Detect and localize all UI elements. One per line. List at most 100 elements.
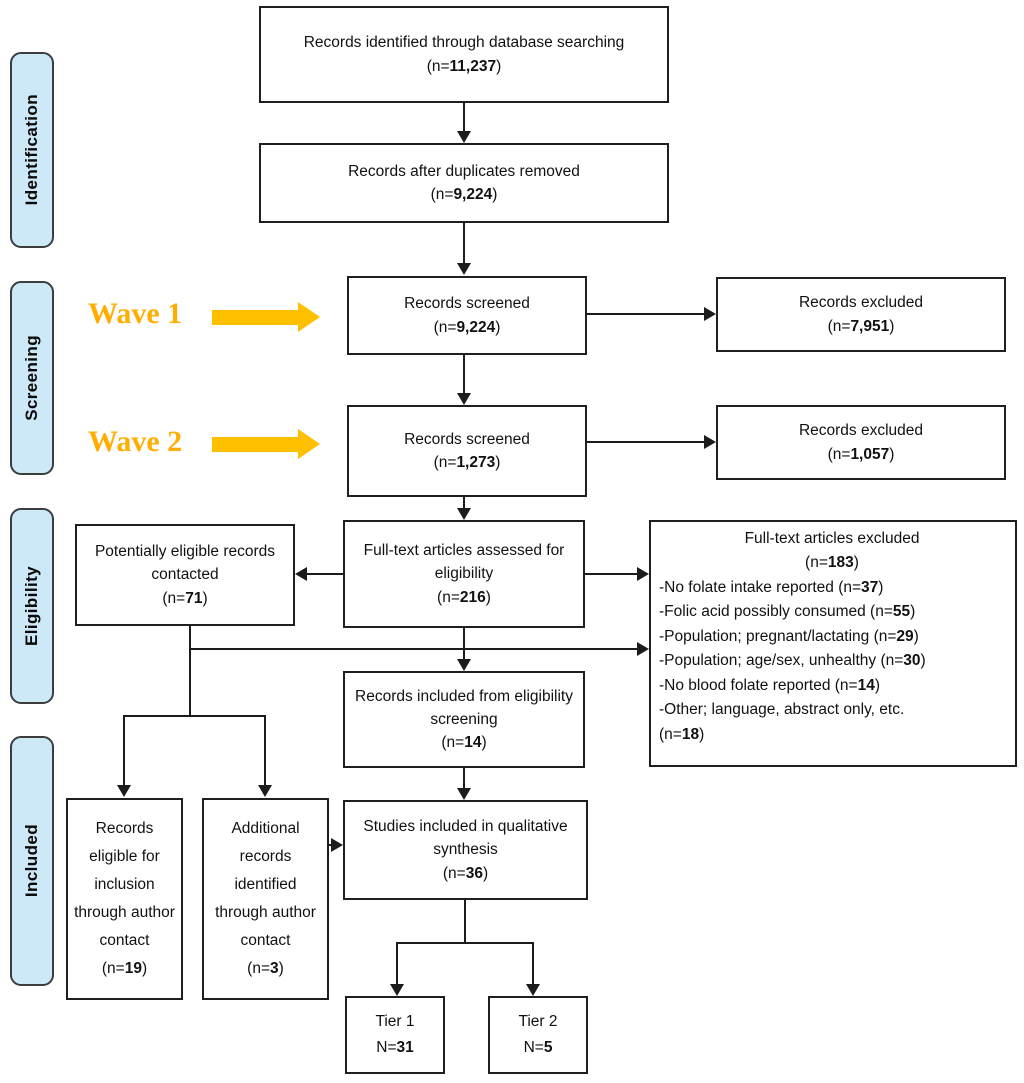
connector-line [463,355,465,393]
box-count: (n=19) [102,955,147,983]
arrowhead-right-icon [331,838,343,852]
stage-label-screening: Screening [10,281,54,475]
count-value: 19 [124,959,142,977]
connector-line [463,768,465,788]
box-label: Records eligible for inclusion through a… [74,820,175,949]
box-records-identified: Records identified through database sear… [259,6,669,103]
box-label: Records screened [404,430,530,448]
count-value: 36 [465,864,483,882]
wave1-arrow-icon [212,302,320,332]
arrowhead-right-icon [637,642,649,656]
count-prefix: N= [523,1039,544,1056]
box-duplicates-removed: Records after duplicates removed (n=9,22… [259,143,669,223]
connector-line [463,497,465,508]
connector-line [189,648,637,650]
box-count: (n=3) [247,955,284,983]
box-label: Records excluded [798,422,924,440]
count-suffix: ) [495,318,501,336]
connector-line [264,715,266,785]
box-tier2: Tier 2 N=5 [488,996,588,1074]
count-value: 14 [464,734,482,752]
connector-line [532,942,534,984]
box-label: Tier 2 [518,1013,558,1031]
count-value: 9,224 [453,186,493,203]
connector-line [307,573,343,575]
box-records-screened-wave2: Records screened (n=1,273) [347,405,587,497]
box-author-eligible: Records eligible for inclusion through a… [66,798,183,1000]
reason-suffix: ) [913,627,919,645]
box-label: Additional records identified through au… [215,820,316,949]
reason-count: 14 [857,676,875,694]
count-suffix: ) [496,57,502,75]
arrow-head [298,429,320,459]
reason-suffix: ) [910,603,916,621]
box-count: (n=7,951) [828,315,895,338]
connector-line [463,628,465,659]
wave2-arrow-icon [212,429,320,459]
count-value: 7,951 [850,317,890,335]
count-value: 216 [459,588,486,606]
box-label: Potentially eligible records contacted [94,543,276,584]
connector-line [396,942,534,944]
box-count: (n=11,237) [427,55,502,78]
arrowhead-down-icon [457,788,471,800]
count-prefix: (n= [430,186,454,203]
count-prefix: (n= [101,959,125,977]
box-count: (n=36) [443,862,488,885]
box-label: Records excluded [798,294,924,312]
count-value: 31 [396,1039,414,1056]
count-prefix: (n= [433,454,457,471]
count-suffix: ) [495,454,501,471]
count-suffix: ) [481,734,487,752]
arrowhead-right-icon [704,307,716,321]
box-count: (n=1,057) [828,443,895,466]
arrowhead-down-icon [526,984,540,996]
arrowhead-down-icon [457,393,471,405]
box-studies-included: Studies included in qualitative synthesi… [343,800,588,900]
count-prefix: (n= [827,445,851,463]
arrowhead-down-icon [457,508,471,520]
count-suffix: ) [889,445,895,463]
reason-text: -No folate intake reported (n= [659,578,862,596]
count-suffix: ) [485,588,491,606]
connector-line [189,626,191,717]
box-fulltext-assessed: Full-text articles assessed for eligibil… [343,520,585,628]
count-suffix: ) [278,959,284,977]
box-records-screened-wave1: Records screened (n=9,224) [347,276,587,355]
stage-label-included: Included [10,736,54,986]
arrowhead-down-icon [117,785,131,797]
arrowhead-down-icon [390,984,404,996]
count-prefix: (n= [247,959,271,977]
reason-text: -Population; age/sex, unhealthy (n= [659,652,904,670]
count-prefix: (n= [437,588,460,606]
stage-label-text: Screening [22,335,41,421]
wave1-label: Wave 1 [88,297,183,330]
reason-suffix: ) [878,578,884,596]
count-value: 3 [270,959,279,977]
stage-label-text: Included [22,824,41,898]
box-label: Full-text articles excluded [744,530,920,547]
count-value: 5 [543,1039,553,1056]
stage-label-identification: Identification [10,52,54,248]
box-potentially-eligible-contacted: Potentially eligible records contacted (… [75,524,295,626]
count-prefix: (n= [441,734,465,752]
arrowhead-down-icon [258,785,272,797]
reason-text: -Population; pregnant/lactating (n= [659,627,897,645]
box-author-additional: Additional records identified through au… [202,798,329,1000]
connector-line [463,103,465,131]
connector-line [585,573,637,575]
count-suffix: ) [853,554,859,572]
box-count: N=5 [524,1035,553,1061]
box-label: Full-text articles assessed for eligibil… [363,542,565,583]
arrowhead-right-icon [704,435,716,449]
connector-line [123,715,266,717]
count-prefix: (n= [827,317,851,335]
count-value: 71 [185,589,203,607]
reason-text: -Folic acid possibly consumed (n= [659,603,893,621]
connector-line [464,900,466,944]
box-count: (n=71) [162,587,207,610]
count-value: 1,273 [456,454,496,471]
exclusion-reason: -Other; language, abstract only, etc. (n… [659,698,1005,747]
connector-line [463,223,465,263]
box-count: (n=1,273) [434,451,501,474]
